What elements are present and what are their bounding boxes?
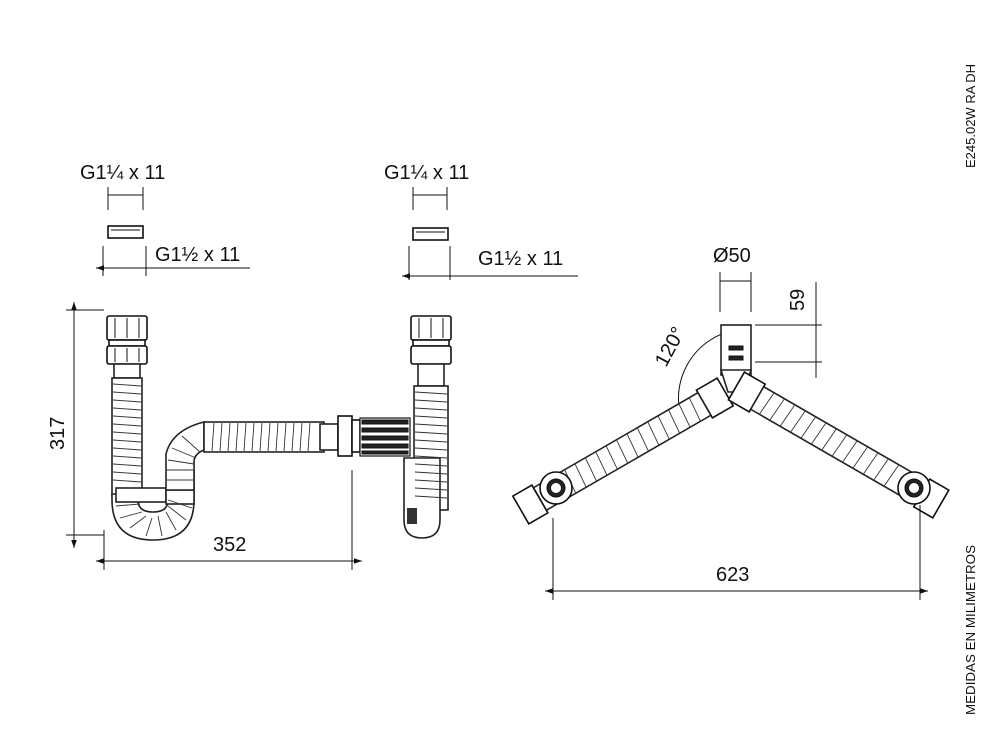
corrugated-connector xyxy=(359,417,411,457)
right-arm xyxy=(727,371,950,519)
siphon-side-view: G1¼ x 11 G1½ x 11 G1¼ x 11 G1½ x 11 xyxy=(47,162,578,570)
thread-top-right-label: G1¼ x 11 xyxy=(384,162,469,184)
drawing-code-label: E245.02W RA DH xyxy=(963,64,978,168)
small-nut-left xyxy=(107,225,144,239)
angle-dim-120: 120° xyxy=(651,323,690,370)
y-fitting-top-view: Ø50 59 120° xyxy=(511,245,950,600)
thread-bottom-right-label: G1½ x 11 xyxy=(478,248,563,270)
horizontal-nut xyxy=(337,415,353,457)
right-outlet-pipe xyxy=(403,315,452,539)
thread-top-left-label: G1¼ x 11 xyxy=(80,162,165,184)
pipe-ribbing xyxy=(112,383,448,537)
width-dim-623: 623 xyxy=(716,564,749,586)
thread-bottom-left-label: G1½ x 11 xyxy=(155,244,240,266)
diameter-dim-50: Ø50 xyxy=(713,245,751,267)
left-inlet-pipe xyxy=(106,315,148,497)
small-nut-right xyxy=(412,227,449,241)
width-dim-352: 352 xyxy=(213,534,246,556)
u-bend-collar xyxy=(115,487,167,503)
horizontal-pipe xyxy=(203,421,325,453)
height-dim-317: 317 xyxy=(47,417,69,450)
left-arm xyxy=(511,377,735,525)
units-note-label: MEDIDAS EN MILIMETROS xyxy=(963,545,978,715)
height-dim-59: 59 xyxy=(787,289,809,311)
